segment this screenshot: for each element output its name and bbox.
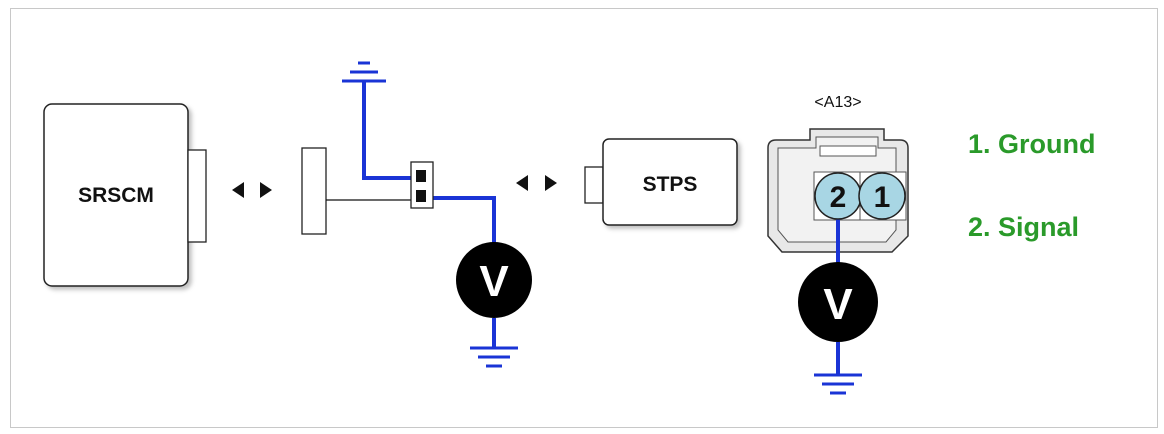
signal-wire xyxy=(422,196,496,248)
ground-wire xyxy=(362,81,422,180)
ground-symbol-bottom-2 xyxy=(814,373,862,395)
srscm-label: SRSCM xyxy=(78,184,154,207)
connection-arrows-right xyxy=(516,175,557,191)
connection-arrows-left xyxy=(232,182,272,198)
ground-symbol-top xyxy=(342,61,386,83)
connector-id: <A13> xyxy=(814,94,861,111)
pin-2-label: 2 xyxy=(830,181,847,214)
probe-connector xyxy=(410,161,434,209)
pin-2: 2 xyxy=(814,172,862,220)
voltmeter-1-label: V xyxy=(479,257,509,306)
legend-signal: 2. Signal xyxy=(968,212,1079,242)
harness-connector xyxy=(301,147,327,235)
voltmeter-2: V xyxy=(798,262,878,342)
legend-ground: 1. Ground xyxy=(968,129,1096,159)
pin-1: 1 xyxy=(858,172,906,220)
pin-1-label: 1 xyxy=(874,181,891,214)
stps-label: STPS xyxy=(643,173,698,196)
stps-sensor: STPS xyxy=(584,138,738,226)
srscm-module: SRSCM xyxy=(43,103,207,287)
voltmeter-2-label: V xyxy=(823,280,853,329)
voltmeter-1: V xyxy=(456,242,532,318)
ground-symbol-bottom-1 xyxy=(470,346,518,368)
